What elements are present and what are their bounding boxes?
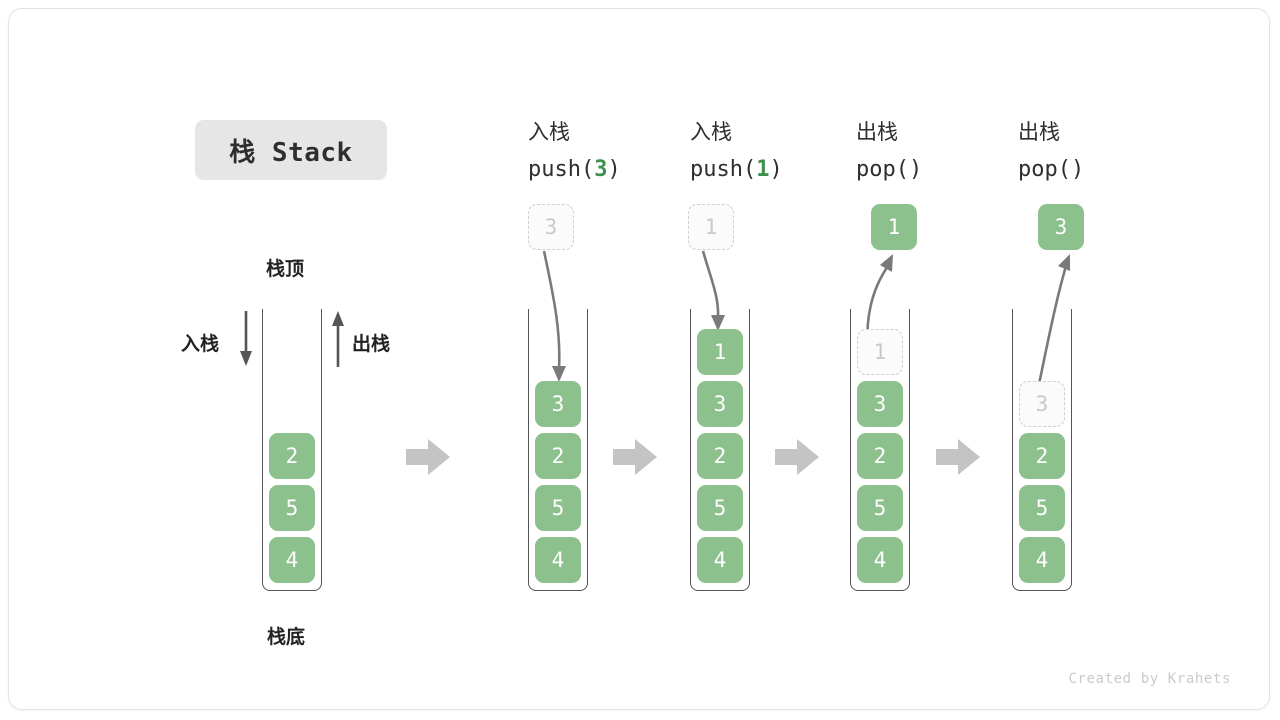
stack-cell: 5	[857, 485, 903, 531]
diagram-card: 栈 Stack 栈顶 栈底 入栈 出栈 2 5 4 入栈 push(3) 3 3…	[8, 8, 1270, 710]
popped-cell: 1	[871, 204, 917, 250]
stack-container-push-3	[528, 309, 588, 591]
step-header-arg: 1	[756, 157, 770, 182]
step-header-push-1: 入栈 push(1)	[690, 114, 783, 188]
stack-cell: 3	[857, 381, 903, 427]
stack-cell: 4	[269, 537, 315, 583]
step-header-fn-close: )	[607, 157, 621, 182]
stack-cell: 2	[697, 433, 743, 479]
push-curved-arrow-icon	[542, 250, 566, 382]
stack-cell: 5	[1019, 485, 1065, 531]
step-header-cn: 入栈	[690, 120, 732, 144]
stack-cell: 5	[269, 485, 315, 531]
step-header-pop-1: 出栈 pop()	[856, 114, 922, 188]
stack-cell: 4	[535, 537, 581, 583]
incoming-ghost-cell: 1	[688, 204, 734, 250]
stack-cell: 5	[535, 485, 581, 531]
stack-cell: 1	[697, 329, 743, 375]
stack-top-label: 栈顶	[266, 258, 305, 280]
incoming-ghost-cell: 3	[528, 204, 574, 250]
credit-footer: Created by Krahets	[1068, 671, 1231, 687]
transition-arrow-icon	[775, 439, 819, 475]
push-down-arrow-icon	[240, 311, 252, 366]
step-header-cn: 入栈	[528, 120, 570, 144]
stack-cell: 2	[857, 433, 903, 479]
step-header-fn-close: )	[1070, 157, 1085, 182]
stack-container-push-1	[690, 309, 750, 591]
transition-arrow-icon	[613, 439, 657, 475]
stack-cell-ghost: 1	[857, 329, 903, 375]
step-header-push-3: 入栈 push(3)	[528, 114, 621, 188]
popped-cell: 3	[1038, 204, 1084, 250]
pop-direction-label: 出栈	[352, 333, 391, 355]
step-header-cn: 出栈	[1018, 120, 1060, 144]
stack-cell: 2	[1019, 433, 1065, 479]
diagram-title-badge: 栈 Stack	[195, 120, 387, 180]
stack-cell: 2	[535, 433, 581, 479]
stack-cell-ghost: 3	[1019, 381, 1065, 427]
push-direction-label: 入栈	[181, 333, 220, 355]
stack-cell: 4	[857, 537, 903, 583]
stack-container-pop-1	[850, 309, 910, 591]
stack-cell: 3	[535, 381, 581, 427]
step-header-fn-open: pop(	[1018, 157, 1071, 182]
step-header-cn: 出栈	[856, 120, 898, 144]
stack-cell: 5	[697, 485, 743, 531]
stack-cell: 4	[1019, 537, 1065, 583]
step-header-fn-close: )	[908, 157, 923, 182]
transition-arrow-icon	[936, 439, 980, 475]
stack-container-initial	[262, 309, 322, 591]
stack-container-pop-2	[1012, 309, 1072, 591]
transition-arrow-icon	[406, 439, 450, 475]
pop-up-arrow-icon	[332, 311, 344, 367]
step-header-fn-open: pop(	[856, 157, 909, 182]
step-header-fn-close: )	[769, 157, 783, 182]
step-header-fn-open: push(	[690, 157, 757, 182]
push-curved-arrow-icon	[701, 250, 725, 331]
step-header-arg: 3	[594, 157, 608, 182]
stack-bottom-label: 栈底	[267, 626, 306, 648]
stack-cell: 3	[697, 381, 743, 427]
step-header-pop-2: 出栈 pop()	[1018, 114, 1084, 188]
step-header-fn-open: push(	[528, 157, 595, 182]
stack-cell: 2	[269, 433, 315, 479]
stack-cell: 4	[697, 537, 743, 583]
